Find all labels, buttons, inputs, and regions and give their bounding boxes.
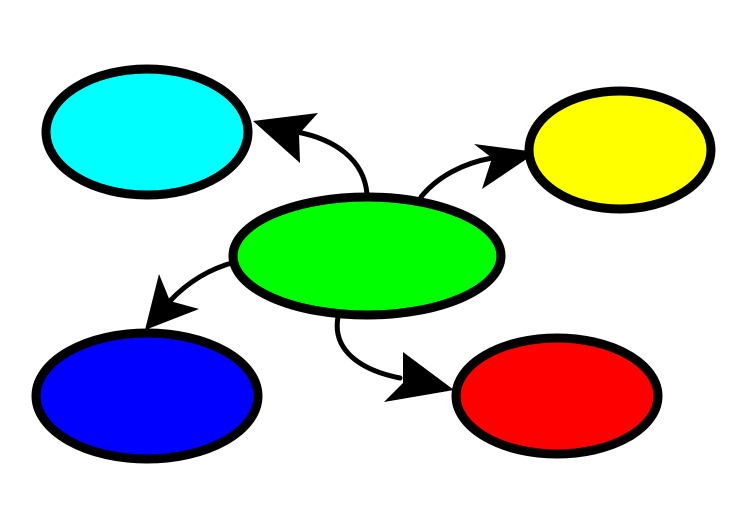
arrowhead-bottom-right [384, 352, 454, 402]
edge-group [145, 113, 537, 402]
node-top-left [41, 64, 253, 200]
node-bottom-right [451, 333, 663, 459]
edge-center-to-top-left [294, 129, 370, 197]
node-top-right [524, 86, 716, 214]
arrowhead-bottom-left [145, 274, 199, 330]
arrowhead-top-left [253, 113, 318, 163]
edge-center-to-bottom-left [167, 259, 238, 304]
node-group [31, 64, 716, 464]
node-center [228, 192, 506, 320]
node-bottom-left [31, 328, 263, 464]
edge-center-to-bottom-right [334, 314, 403, 381]
edge-center-to-top-right [418, 155, 495, 200]
arrowhead-top-right [474, 144, 537, 189]
